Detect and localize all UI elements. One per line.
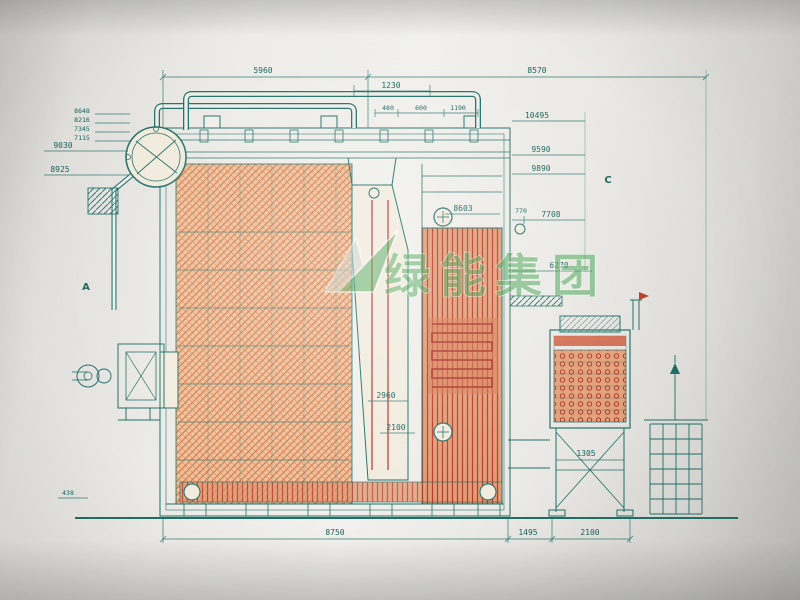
furnace-hatch-area (175, 163, 353, 505)
side-nozzle (514, 223, 526, 235)
superheater-block (428, 318, 498, 394)
dim-top-small-2: 600 (415, 104, 427, 112)
dim-bottom-3: 2100 (580, 528, 599, 537)
dim-left-2: 8925 (50, 165, 69, 174)
dim-left-stack-1: 8648 (74, 107, 90, 115)
dim-top-right: 8570 (527, 66, 546, 75)
convection-bank (421, 164, 526, 505)
dim-right-3: 9890 (531, 164, 550, 173)
burner-assembly (72, 343, 179, 421)
watermark: 绿能集团 (323, 229, 608, 304)
dim-left-1: 9030 (53, 141, 72, 150)
watermark-text: 绿能集团 (384, 249, 608, 303)
dimension-texts: 5960 8570 1230 480 600 1190 9030 8925 86… (50, 66, 611, 537)
stair-tower (644, 419, 708, 515)
dim-top-small-1: 480 (382, 104, 394, 112)
gas-pass-duct (347, 157, 409, 481)
dim-mid-2: 770 (515, 207, 527, 215)
dim-bottom-2: 1495 (518, 528, 537, 537)
dim-top-inner: 1230 (381, 81, 400, 90)
watermark-logo-swoosh (336, 229, 399, 293)
dim-bottom-1: 8750 (325, 528, 344, 537)
section-label-a: A (82, 282, 90, 293)
dim-mid-3: 7708 (541, 210, 560, 219)
dim-left-stack-4: 7115 (74, 134, 90, 142)
dim-left-bottom: 438 (62, 489, 74, 497)
dim-center-1: 2960 (376, 391, 395, 400)
dim-mid-1: 8603 (453, 204, 472, 213)
dim-left-stack-2: 8216 (74, 116, 90, 124)
dimension-lines (44, 70, 710, 543)
steam-drum (87, 91, 481, 310)
superheater-coil (431, 323, 493, 388)
dim-top-left: 5960 (253, 66, 272, 75)
economizer-unit (508, 292, 649, 517)
dim-right-1: 10495 (525, 111, 549, 120)
section-marker (670, 355, 680, 420)
dim-right-2: 9590 (531, 145, 550, 154)
dim-unit-width: 1305 (576, 449, 595, 458)
grate-and-foundation (166, 481, 504, 517)
dim-top-small-3: 1190 (450, 104, 466, 112)
dim-center-2: 2100 (386, 423, 405, 432)
vent-flag (639, 292, 649, 300)
dim-mid-4: 6270 (549, 261, 568, 270)
dim-left-stack-3: 7345 (74, 125, 90, 133)
drum-support-bracket (87, 187, 119, 215)
section-label-c: C (604, 175, 611, 186)
side-platform (509, 295, 563, 307)
duct-top-loop (368, 187, 380, 199)
